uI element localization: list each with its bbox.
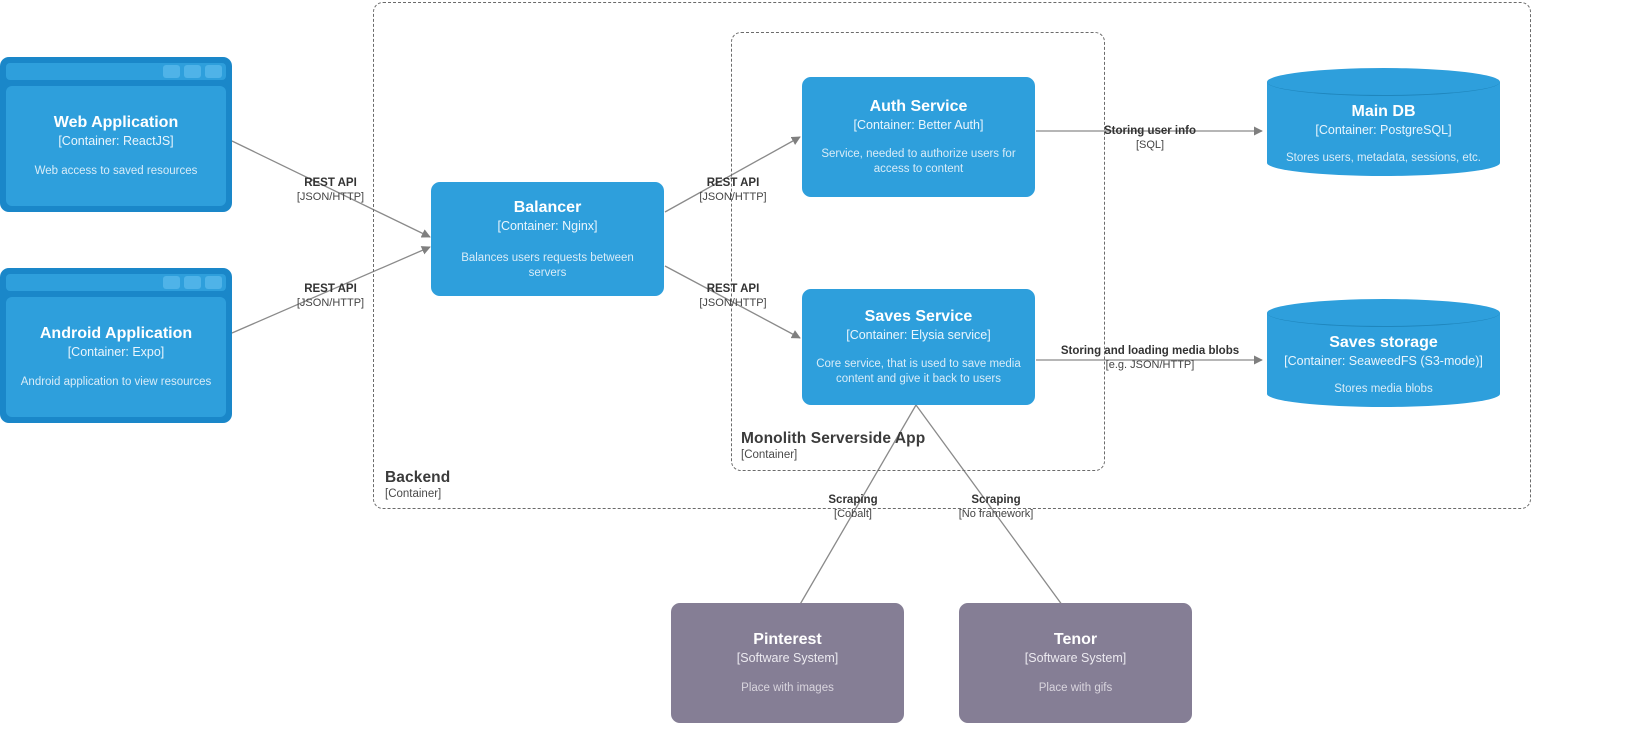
- node-tenor[interactable]: Tenor [Software System] Place with gifs: [959, 603, 1192, 723]
- window-button-maximize-icon: [184, 276, 201, 289]
- edge-label-web-to-balancer: REST API [JSON/HTTP]: [258, 176, 403, 204]
- node-balancer-tech: [Container: Nginx]: [497, 218, 598, 233]
- cylinder-body: [1267, 82, 1500, 176]
- boundary-monolith-serverside-app: [731, 32, 1105, 471]
- edge-label-saves-to-storage: Storing and loading media blobs [e.g. JS…: [1040, 344, 1260, 372]
- window-titlebar: [6, 274, 226, 291]
- edge-label-text: Scraping: [828, 494, 878, 506]
- node-balancer-title: Balancer: [513, 198, 582, 216]
- node-saves-service[interactable]: Saves Service [Container: Elysia service…: [802, 289, 1035, 405]
- boundary-backend-title: Backend: [385, 469, 451, 486]
- edge-label-saves-to-pinterest: Scraping [Cobalt]: [790, 493, 916, 521]
- edge-label-technology: [e.g. JSON/HTTP]: [1105, 359, 1195, 371]
- node-pinterest[interactable]: Pinterest [Software System] Place with i…: [671, 603, 904, 723]
- node-auth-service-desc: Service, needed to authorize users for a…: [821, 148, 1016, 175]
- edge-label-text: Storing user info: [1104, 125, 1196, 137]
- node-android-application-body: Android Application [Container: Expo] An…: [6, 297, 226, 417]
- boundary-monolith-title: Monolith Serverside App: [741, 430, 926, 447]
- window-titlebar-fill: [10, 276, 159, 289]
- node-main-db-tech: [Container: PostgreSQL]: [1315, 123, 1452, 137]
- edge-label-technology: [No framework]: [958, 508, 1034, 520]
- node-tenor-title: Tenor: [1053, 631, 1098, 648]
- edge-label-text: Scraping: [971, 494, 1021, 506]
- cylinder-top-ellipse-icon: [1267, 68, 1500, 96]
- node-android-application-desc: Android application to view resources: [20, 376, 212, 388]
- edge-label-text: REST API: [706, 177, 760, 189]
- window-titlebar: [6, 63, 226, 80]
- window-button-close-icon: [205, 276, 222, 289]
- boundary-backend: [373, 2, 1531, 509]
- node-web-application-title: Web Application: [53, 114, 179, 131]
- node-saves-service-desc: Core service, that is used to save media…: [816, 358, 1021, 385]
- node-main-db-title: Main DB: [1351, 103, 1416, 120]
- node-android-application-tech: [Container: Expo]: [67, 345, 165, 359]
- boundary-monolith-subtitle: [Container]: [741, 449, 798, 461]
- edge-label-text: REST API: [706, 283, 760, 295]
- edge-label-technology: [Cobalt]: [834, 508, 872, 520]
- edge-label-technology: [JSON/HTTP]: [699, 297, 767, 309]
- node-saves-storage-text: Saves storage [Container: SeaweedFS (S3-…: [1267, 329, 1500, 401]
- window-button-minimize-icon: [163, 276, 180, 289]
- node-saves-storage-title: Saves storage: [1329, 334, 1438, 351]
- node-web-application-body: Web Application [Container: ReactJS] Web…: [6, 86, 226, 206]
- edge-label-technology: [SQL]: [1135, 139, 1165, 151]
- edge-label-balancer-to-saves: REST API [JSON/HTTP]: [663, 282, 803, 310]
- node-saves-storage[interactable]: Saves storage [Container: SeaweedFS (S3-…: [1267, 299, 1500, 407]
- cylinder-body: [1267, 313, 1500, 407]
- node-saves-service-tech: [Container: Elysia service]: [846, 328, 991, 342]
- node-auth-service-title: Auth Service: [869, 98, 968, 115]
- window-button-minimize-icon: [163, 65, 180, 78]
- node-pinterest-tech: [Software System]: [736, 651, 839, 665]
- node-web-application-desc: Web access to saved resources: [34, 165, 198, 177]
- node-pinterest-desc: Place with images: [741, 682, 834, 694]
- window-button-maximize-icon: [184, 65, 201, 78]
- boundary-monolith-label: Monolith Serverside App [Container]: [741, 429, 925, 463]
- node-web-application[interactable]: Web Application [Container: ReactJS] Web…: [0, 57, 232, 212]
- node-android-application-title: Android Application: [39, 325, 193, 342]
- edge-label-technology: [JSON/HTTP]: [699, 191, 767, 203]
- node-pinterest-title: Pinterest: [753, 631, 822, 648]
- node-balancer-desc: Balances users requests between servers: [461, 251, 634, 279]
- node-tenor-desc: Place with gifs: [1038, 682, 1113, 694]
- node-auth-service[interactable]: Auth Service [Container: Better Auth] Se…: [802, 77, 1035, 197]
- edge-label-text: REST API: [304, 177, 357, 189]
- window-button-close-icon: [205, 65, 222, 78]
- boundary-backend-label: Backend [Container]: [385, 468, 450, 502]
- node-main-db[interactable]: Main DB [Container: PostgreSQL] Stores u…: [1267, 68, 1500, 176]
- edge-label-text: Storing and loading media blobs: [1060, 345, 1240, 357]
- edge-label-android-to-balancer: REST API [JSON/HTTP]: [258, 282, 403, 310]
- edge-label-text: REST API: [304, 283, 357, 295]
- edge-label-technology: [JSON/HTTP]: [296, 297, 365, 309]
- edge-label-balancer-to-auth: REST API [JSON/HTTP]: [663, 176, 803, 204]
- cylinder-top-ellipse-icon: [1267, 299, 1500, 327]
- node-auth-service-tech: [Container: Better Auth]: [853, 118, 984, 132]
- node-saves-storage-desc: Stores media blobs: [1334, 383, 1433, 395]
- edge-label-auth-to-maindb: Storing user info [SQL]: [1075, 124, 1225, 152]
- node-saves-service-title: Saves Service: [864, 308, 973, 325]
- edge-label-saves-to-tenor: Scraping [No framework]: [933, 493, 1059, 521]
- node-balancer[interactable]: Balancer [Container: Nginx] Balances use…: [431, 182, 664, 296]
- node-android-application[interactable]: Android Application [Container: Expo] An…: [0, 268, 232, 423]
- edge-label-technology: [JSON/HTTP]: [296, 191, 365, 203]
- boundary-backend-subtitle: [Container]: [385, 488, 442, 500]
- node-main-db-desc: Stores users, metadata, sessions, etc.: [1286, 152, 1481, 164]
- window-titlebar-fill: [10, 65, 159, 78]
- node-tenor-tech: [Software System]: [1024, 651, 1127, 665]
- node-saves-storage-tech: [Container: SeaweedFS (S3-mode)]: [1284, 354, 1483, 368]
- node-main-db-text: Main DB [Container: PostgreSQL] Stores u…: [1267, 98, 1500, 170]
- node-web-application-tech: [Container: ReactJS]: [58, 134, 174, 148]
